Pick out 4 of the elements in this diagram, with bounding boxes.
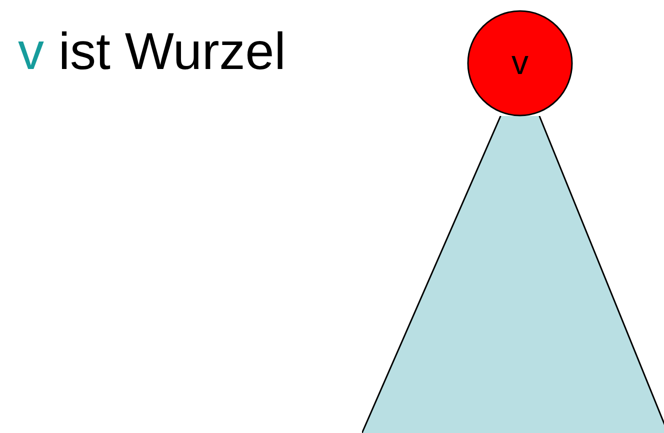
subtree-triangle (362, 116, 664, 433)
node-label: v (510, 42, 530, 84)
heading: v ist Wurzel (18, 22, 286, 82)
root-node-circle (467, 10, 573, 116)
